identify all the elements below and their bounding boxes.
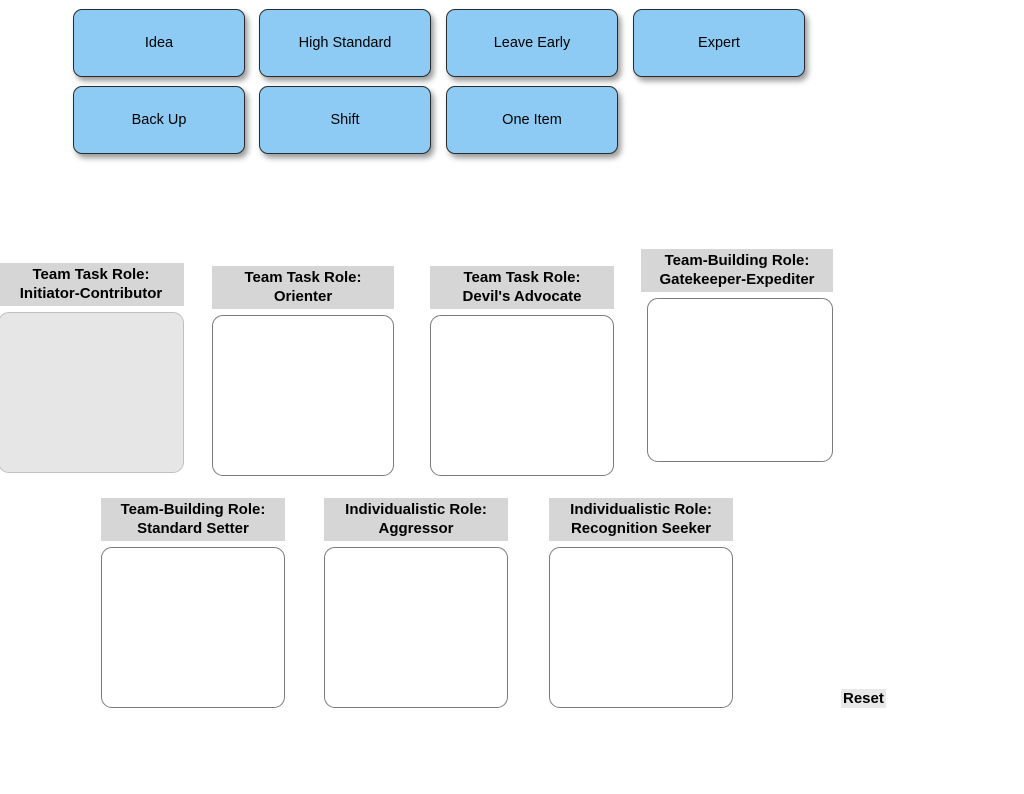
drop-zone-title-line2: Standard Setter: [137, 520, 249, 537]
drop-zone-title-line1: Individualistic Role:: [345, 501, 487, 518]
drop-zone-header: Team Task Role: Orienter: [212, 266, 394, 309]
drop-zone-target[interactable]: [324, 547, 508, 708]
drop-zone-title-line2: Devil's Advocate: [462, 288, 582, 305]
drop-zone-header: Individualistic Role: Aggressor: [324, 498, 508, 541]
drop-zone: Team Task Role: Devil's Advocate: [430, 266, 614, 476]
drop-zone-title-line1: Team Task Role:: [32, 266, 150, 283]
drop-zone-title-line1: Team-Building Role:: [664, 252, 810, 269]
drop-zone-title-line2: Recognition Seeker: [570, 520, 712, 537]
drop-zone: Individualistic Role: Aggressor: [324, 498, 508, 708]
drop-zone-title-line1: Individualistic Role:: [570, 501, 712, 518]
drop-zone-header: Team-Building Role: Gatekeeper-Expediter: [641, 249, 833, 292]
drop-zone-header: Team Task Role: Initiator-Contributor: [0, 263, 184, 306]
drop-zone-target[interactable]: [647, 298, 833, 462]
drop-zone: Team Task Role: Orienter: [212, 266, 394, 476]
draggable-tile[interactable]: Leave Early: [446, 9, 618, 77]
drop-zone-target[interactable]: [549, 547, 733, 708]
drop-zone: Team Task Role: Initiator-Contributor: [0, 263, 184, 473]
draggable-tile[interactable]: Idea: [73, 9, 245, 77]
drop-zone: Team-Building Role: Standard Setter: [101, 498, 285, 708]
drop-zone-target[interactable]: [0, 312, 184, 473]
drop-zone-target[interactable]: [212, 315, 394, 476]
draggable-tile[interactable]: High Standard: [259, 9, 431, 77]
draggable-tile[interactable]: Shift: [259, 86, 431, 154]
draggable-tile[interactable]: One Item: [446, 86, 618, 154]
drop-zone-header: Team-Building Role: Standard Setter: [101, 498, 285, 541]
drop-zone-title-line1: Team Task Role:: [244, 269, 362, 286]
drop-zone-target[interactable]: [430, 315, 614, 476]
draggable-tile[interactable]: Back Up: [73, 86, 245, 154]
draggable-tile[interactable]: Expert: [633, 9, 805, 77]
reset-button[interactable]: Reset: [841, 689, 886, 708]
drop-zone-target[interactable]: [101, 547, 285, 708]
drop-zone-header: Individualistic Role: Recognition Seeker: [549, 498, 733, 541]
drop-zone-title-line2: Gatekeeper-Expediter: [659, 271, 815, 288]
drop-zone-title-line2: Orienter: [273, 288, 333, 305]
drop-zone-title-line2: Initiator-Contributor: [19, 285, 163, 302]
drop-zone-title-line1: Team-Building Role:: [120, 501, 266, 518]
drop-zone: Team-Building Role: Gatekeeper-Expediter: [641, 249, 833, 462]
drop-zone-header: Team Task Role: Devil's Advocate: [430, 266, 614, 309]
drop-zone: Individualistic Role: Recognition Seeker: [549, 498, 733, 708]
drop-zone-title-line1: Team Task Role:: [463, 269, 581, 286]
drop-zone-title-line2: Aggressor: [378, 520, 454, 537]
